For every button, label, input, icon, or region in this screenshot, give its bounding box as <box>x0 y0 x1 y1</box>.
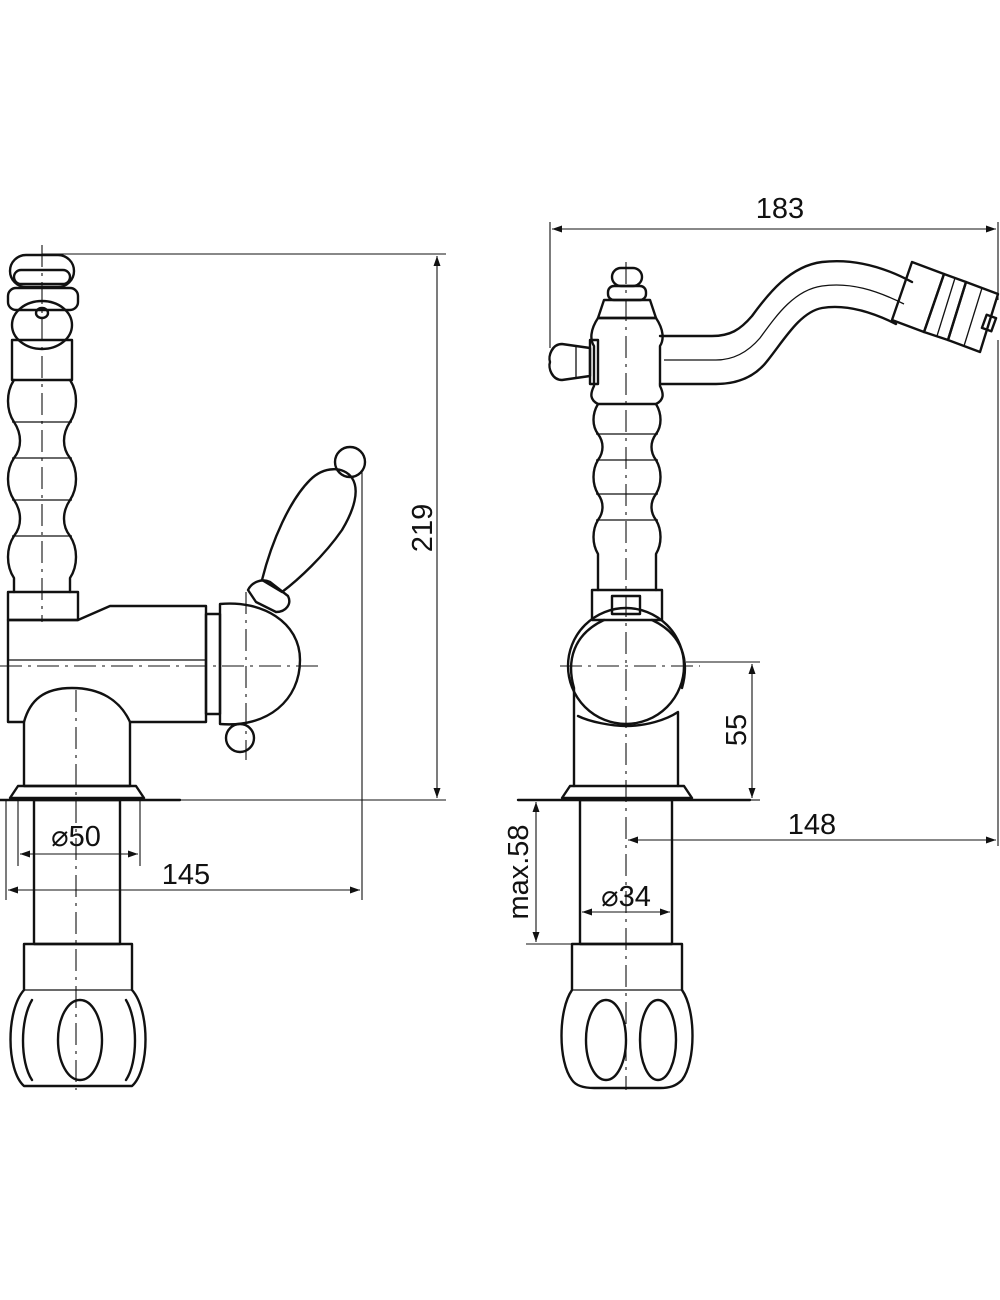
dim-label-max58: max.58 <box>503 824 535 919</box>
dimension-base-diameter: ⌀50 <box>17 798 141 866</box>
top-body-side <box>548 316 664 406</box>
dimension-handle-axis-height: 55 <box>686 661 760 801</box>
dimension-overall-height: 219 <box>42 253 446 801</box>
base-side <box>516 784 752 946</box>
dim-label-219: 219 <box>407 504 439 552</box>
column-side <box>590 402 664 622</box>
dimension-max-deck-thickness: max.58 <box>503 799 580 945</box>
dim-label-55: 55 <box>721 714 753 746</box>
dim-label-145: 145 <box>162 859 210 891</box>
dimension-shank-diameter: ⌀34 <box>582 881 670 916</box>
side-view <box>516 260 1000 1090</box>
mounting-nut-side <box>560 942 694 1090</box>
spout-side <box>658 260 914 386</box>
spout-outlet-side <box>890 260 1000 354</box>
mounting-nut-front <box>9 942 147 1088</box>
dim-label-183: 183 <box>756 193 804 225</box>
body-front <box>6 604 222 724</box>
finial-side <box>596 266 658 320</box>
dim-label-d34: ⌀34 <box>601 881 651 913</box>
dimension-spout-reach: 183 <box>549 193 999 348</box>
dim-label-d50: ⌀50 <box>51 821 101 853</box>
dimension-handle-reach: 145 <box>5 470 363 900</box>
dim-label-148: 148 <box>788 809 836 841</box>
dimension-spout-from-axis: 148 <box>628 340 999 846</box>
lever-handle-front <box>218 445 367 754</box>
spout-outlet-front <box>6 253 80 382</box>
column-front <box>6 378 80 622</box>
front-view <box>0 245 367 1090</box>
